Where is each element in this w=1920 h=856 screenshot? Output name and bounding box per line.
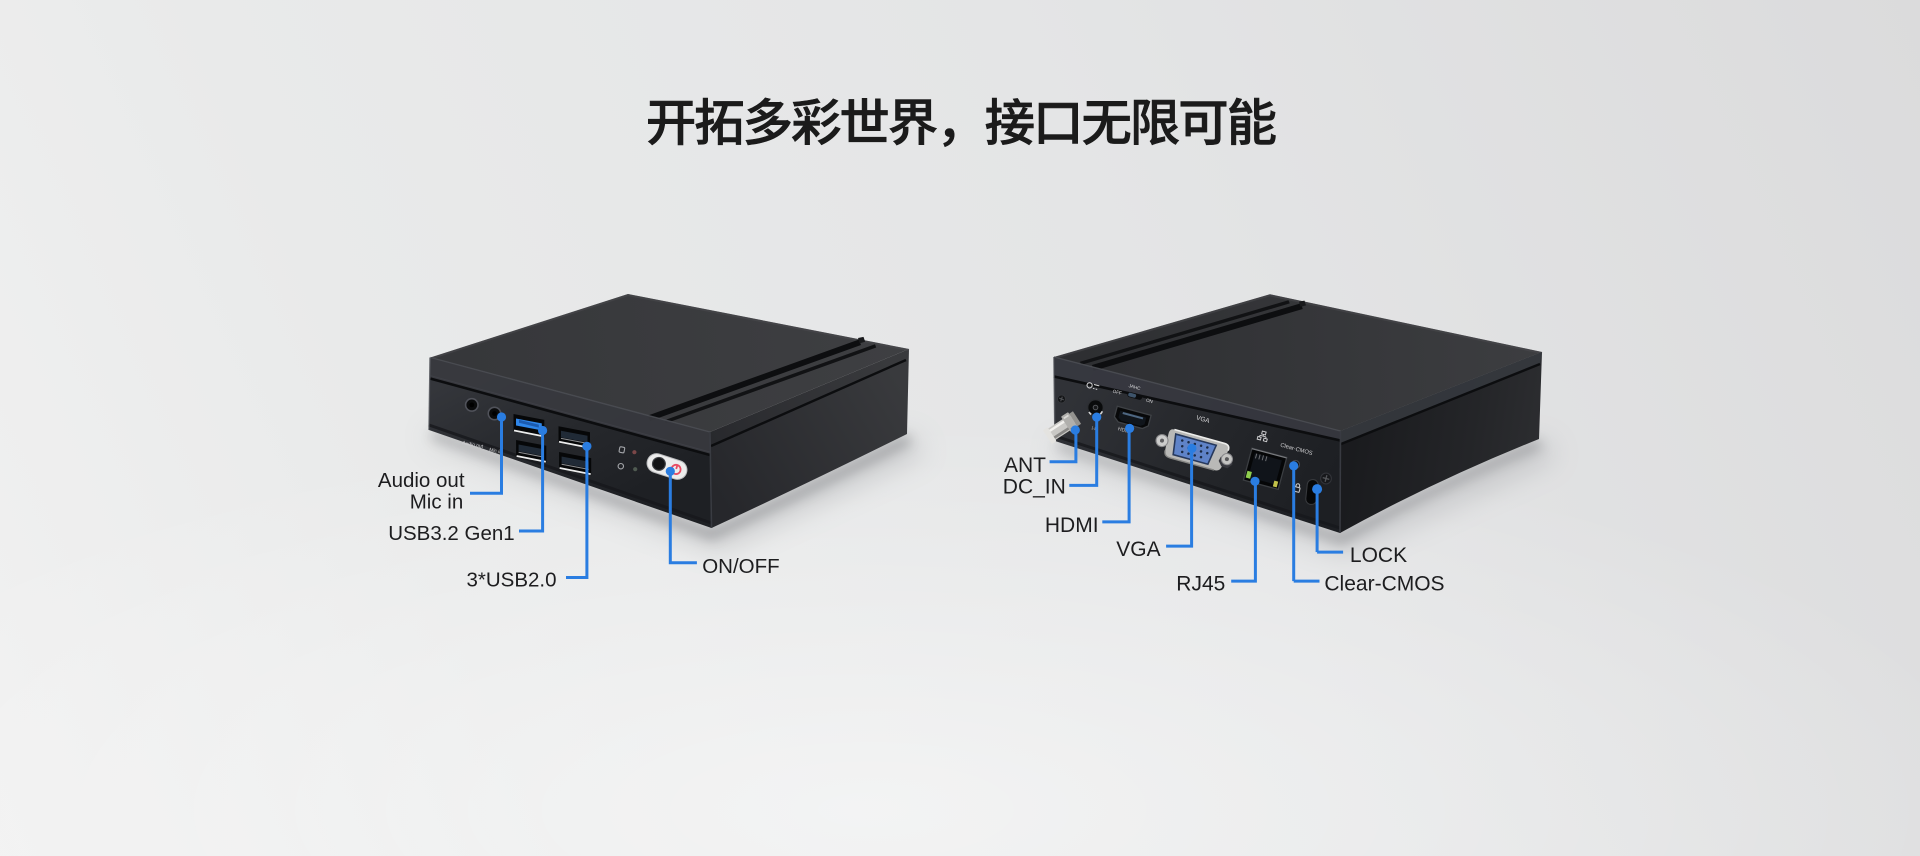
svg-text:Audio out: Audio out	[462, 440, 484, 450]
svg-text:14: 14	[1091, 425, 1097, 431]
svg-text:HDMI: HDMI	[1045, 514, 1099, 537]
svg-text:VGA: VGA	[1195, 415, 1211, 426]
svg-text:USB3.2 Gen1: USB3.2 Gen1	[388, 522, 515, 545]
svg-text:ANT: ANT	[1004, 454, 1046, 477]
svg-text:ON/OFF: ON/OFF	[702, 555, 779, 578]
svg-text:Clear-CMOS: Clear-CMOS	[1324, 573, 1444, 596]
svg-text:Mic in: Mic in	[410, 491, 464, 514]
svg-text:HDMI: HDMI	[1117, 426, 1131, 435]
svg-text:OFF: OFF	[1112, 389, 1122, 396]
svg-text:JAHC: JAHC	[1128, 383, 1142, 391]
svg-text:DC_IN: DC_IN	[1003, 476, 1066, 499]
svg-text:VGA: VGA	[1116, 538, 1160, 561]
svg-text:3*USB2.0: 3*USB2.0	[467, 568, 557, 591]
svg-text:ON: ON	[1145, 398, 1153, 405]
svg-text:Mic in: Mic in	[489, 447, 503, 455]
svg-text:LOCK: LOCK	[1350, 544, 1407, 567]
svg-text:RJ45: RJ45	[1176, 573, 1225, 596]
svg-text:Audio out: Audio out	[378, 469, 465, 492]
